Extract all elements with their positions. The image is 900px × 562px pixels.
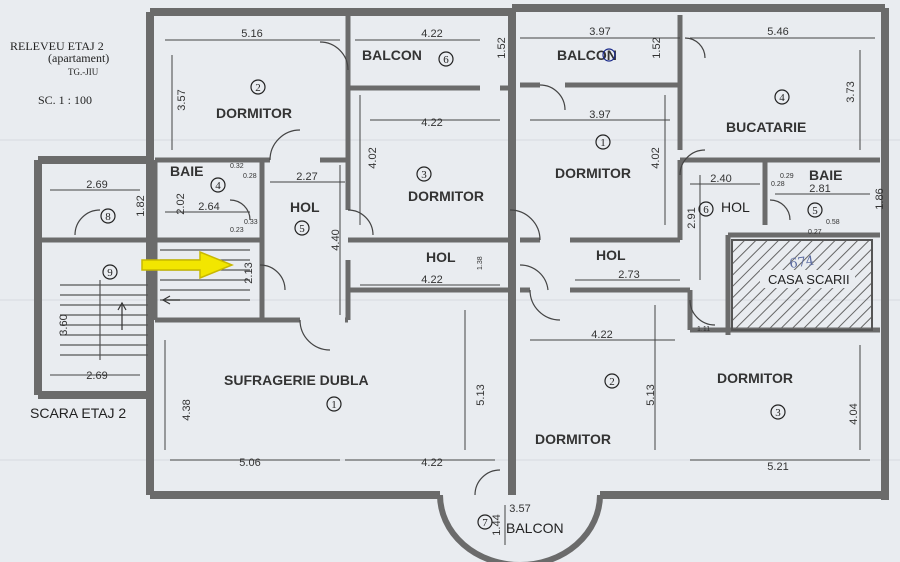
room-dormitor-2: DORMITOR (216, 105, 292, 121)
dim-0-29: 0.29 (780, 173, 794, 180)
dim-0-23: 0.23 (230, 227, 244, 234)
plan-scale: SC. 1 : 100 (38, 93, 92, 107)
bottom-balcony (437, 494, 603, 562)
dim-0-27: 0.27 (808, 229, 822, 236)
num-7: 7 (482, 517, 488, 529)
dim-0-28: 0.28 (243, 173, 257, 180)
room-baie-left: BAIE (170, 163, 203, 179)
num-8: 8 (105, 211, 111, 223)
room-sufragerie: SUFRAGERIE DUBLA (224, 372, 369, 388)
dim-4-04: 4.04 (848, 403, 860, 424)
dimension-lines (50, 37, 875, 545)
room-balcon-6: BALCON (362, 47, 422, 63)
dim-5-06: 5.06 (239, 457, 260, 469)
dim-4-22-top: 4.22 (421, 28, 442, 40)
dim-4-02-b: 4.02 (650, 147, 662, 168)
dim-3-73: 3.73 (845, 81, 857, 102)
room-hol-right: HOL (596, 247, 626, 263)
dim-3-57: 3.57 (176, 89, 188, 110)
num-2-top: 2 (255, 82, 261, 94)
dim-2-02: 2.02 (175, 193, 187, 214)
dim-5-46: 5.46 (767, 26, 788, 38)
dim-2-69-top: 2.69 (86, 179, 107, 191)
highlight-arrow (141, 250, 234, 280)
dim-1-38: 1.38 (477, 256, 484, 270)
num-2-bot: 2 (609, 376, 615, 388)
dim-1-86: 1.86 (874, 188, 886, 209)
dim-2-73: 2.73 (618, 269, 639, 281)
dim-1-11: 1.11 (697, 326, 710, 333)
dim-1-82: 1.82 (135, 195, 147, 216)
num-4-buc: 4 (779, 92, 785, 104)
num-1-right: 1 (600, 137, 606, 149)
num-5-baie: 5 (812, 205, 818, 217)
handwritten-note: 674 (788, 254, 815, 272)
room-hol-6: HOL (721, 199, 750, 215)
dim-2-81: 2.81 (809, 183, 830, 195)
num-3-mid: 3 (421, 169, 427, 181)
dim-2-64: 2.64 (198, 201, 219, 213)
dim-2-27: 2.27 (296, 171, 317, 183)
dim-1-52-b: 1.52 (651, 37, 663, 58)
dim-4-22-bot: 4.22 (421, 457, 442, 469)
room-casa-scarii: CASA SCARII (768, 272, 850, 287)
num-6-balcon: 6 (443, 54, 449, 66)
room-dormitor-3-left: DORMITOR (408, 188, 484, 204)
plan-title: RELEVEU ETAJ 2 (10, 39, 104, 53)
dim-3-57-bot: 3.57 (509, 503, 530, 515)
door-swings (74, 37, 791, 496)
num-3-bot: 3 (775, 407, 781, 419)
dim-2-69-bot: 2.69 (86, 370, 107, 382)
plan-subtitle: (apartament) (48, 51, 109, 65)
dim-0-32: 0.32 (230, 163, 244, 170)
dim-2-13: 2.13 (243, 262, 255, 283)
room-dormitor-2-bottom: DORMITOR (535, 431, 611, 447)
num-4-baie: 4 (215, 180, 221, 192)
room-balcon-bottom: BALCON (506, 520, 564, 536)
dim-3-97-mid: 3.97 (589, 109, 610, 121)
dim-4-22-hol: 4.22 (421, 274, 442, 286)
room-dormitor-1-right: DORMITOR (555, 165, 631, 181)
label-scara: SCARA ETAJ 2 (30, 405, 126, 421)
num-1-suf: 1 (331, 399, 337, 411)
dim-1-52-a: 1.52 (496, 37, 508, 58)
dim-2-91: 2.91 (686, 207, 698, 228)
outer-walls (34, 4, 889, 500)
num-9: 9 (107, 267, 113, 279)
room-baie-right: BAIE (809, 167, 842, 183)
dim-3-60: 3.60 (58, 314, 70, 335)
dim-2-40: 2.40 (710, 173, 731, 185)
dim-5-13-b: 5.13 (645, 384, 657, 405)
dim-4-02-a: 4.02 (367, 147, 379, 168)
dim-5-21: 5.21 (767, 461, 788, 473)
dim-4-38: 4.38 (181, 399, 193, 420)
room-balcon-right: BALCON (557, 47, 617, 63)
room-number-markers (100, 48, 823, 530)
dim-4-40: 4.40 (330, 229, 342, 250)
room-dormitor-3-bottom: DORMITOR (717, 370, 793, 386)
room-hol-5: HOL (290, 199, 320, 215)
dim-3-97-top: 3.97 (589, 26, 610, 38)
dim-0-58: 0.58 (826, 219, 840, 226)
dim-0-28b: 0.28 (771, 181, 785, 188)
dim-4-22-d2: 4.22 (591, 329, 612, 341)
room-hol-mid: HOL (426, 249, 456, 265)
plan-location: TG.-JIU (68, 67, 99, 77)
room-bucatarie: BUCATARIE (726, 119, 806, 135)
dim-0-33: 0.33 (244, 219, 258, 226)
dim-5-13-a: 5.13 (475, 384, 487, 405)
num-6-hol: 6 (703, 204, 709, 216)
num-5-hol: 5 (299, 223, 305, 235)
dim-5-16: 5.16 (241, 28, 262, 40)
dim-4-22-mid: 4.22 (421, 117, 442, 129)
dim-1-44: 1.44 (491, 514, 503, 535)
